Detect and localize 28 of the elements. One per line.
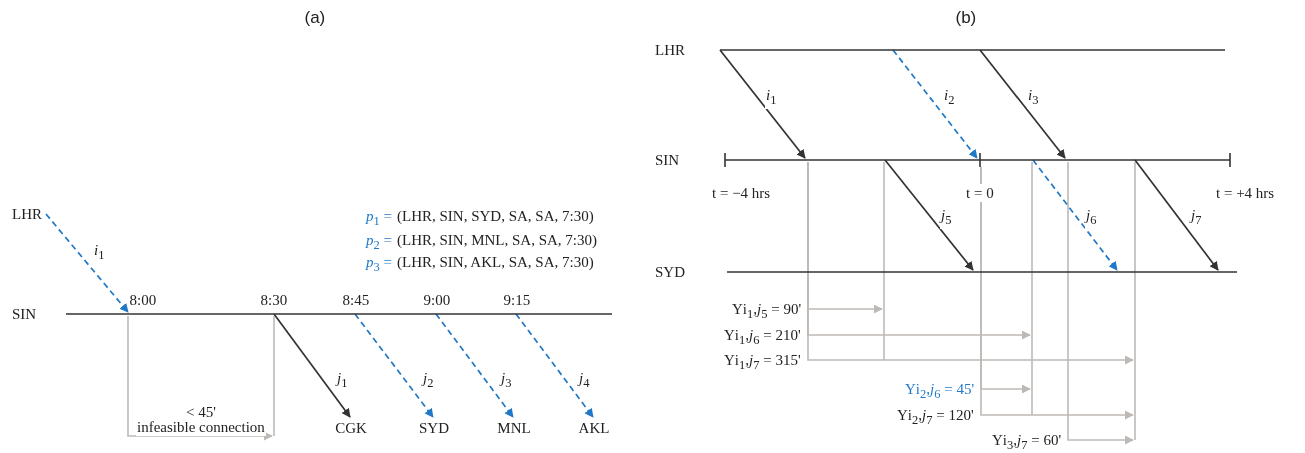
flight-arrow [892,49,978,159]
flight-arrow [435,313,514,418]
panel-title: (b) [954,9,978,27]
flight-arrow [1134,159,1219,271]
panel-title: (a) [303,9,327,27]
airport-label: CGK [333,419,369,437]
annotation-text: (LHR, SIN, MNL, SA, SA, 7:30) [396,231,598,249]
station-timeline [653,151,1233,169]
station-label: SIN [12,305,37,323]
station-label: SIN [655,151,680,169]
flight-arrow [515,313,594,418]
flight-arrow [273,313,351,418]
flight-arrow [1032,159,1118,271]
airport-label: SYD [416,419,452,437]
airport-label: LHR [10,205,44,223]
station-label: LHR [655,41,685,59]
station-label: SYD [655,263,685,281]
annotation-text: t = 0 [965,184,995,202]
airport-label: MNL [495,419,533,437]
annotation-text: (LHR, SIN, AKL, SA, SA, 7:30) [396,253,595,271]
flight-arrow [719,49,806,159]
flight-arrow [979,49,1066,159]
flight-arrow [884,159,974,271]
flight-arrow [45,213,129,313]
annotation-text: (LHR, SIN, SYD, SA, SA, 7:30) [396,207,595,225]
airport-label: AKL [576,419,612,437]
flight-arrow [354,313,434,418]
annotation-text: infeasible connection [136,418,266,436]
